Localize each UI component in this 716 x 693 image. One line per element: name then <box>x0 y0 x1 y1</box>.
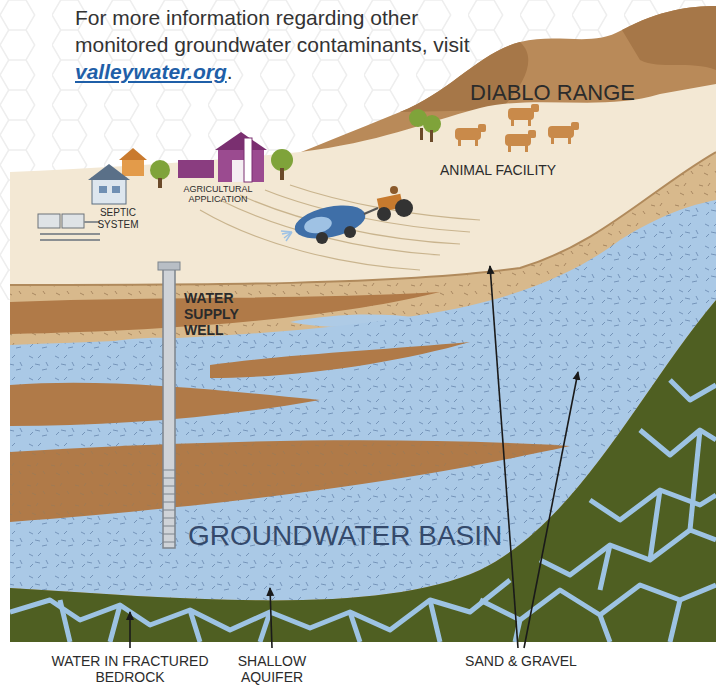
region-label: DIABLO RANGE <box>470 80 710 105</box>
source-label: ANIMAL FACILITY <box>440 162 620 178</box>
well-label: WATER SUPPLY WELL <box>184 290 262 338</box>
website-link: valleywater.org <box>75 60 227 83</box>
info-text: For more information regarding other mon… <box>75 6 470 56</box>
source-label: AGRICULTURAL APPLICATION <box>176 184 260 205</box>
layer-label: SAND & GRAVEL <box>436 653 606 669</box>
layer-label: WATER IN FRACTURED BEDROCK <box>40 653 220 685</box>
info-punctuation: . <box>227 60 233 83</box>
info-note: For more information regarding other mon… <box>75 4 505 85</box>
basin-label: GROUNDWATER BASIN <box>188 520 528 552</box>
layer-label: SHALLOW AQUIFER <box>222 653 322 685</box>
source-label: SEPTIC SYSTEM <box>86 207 150 230</box>
